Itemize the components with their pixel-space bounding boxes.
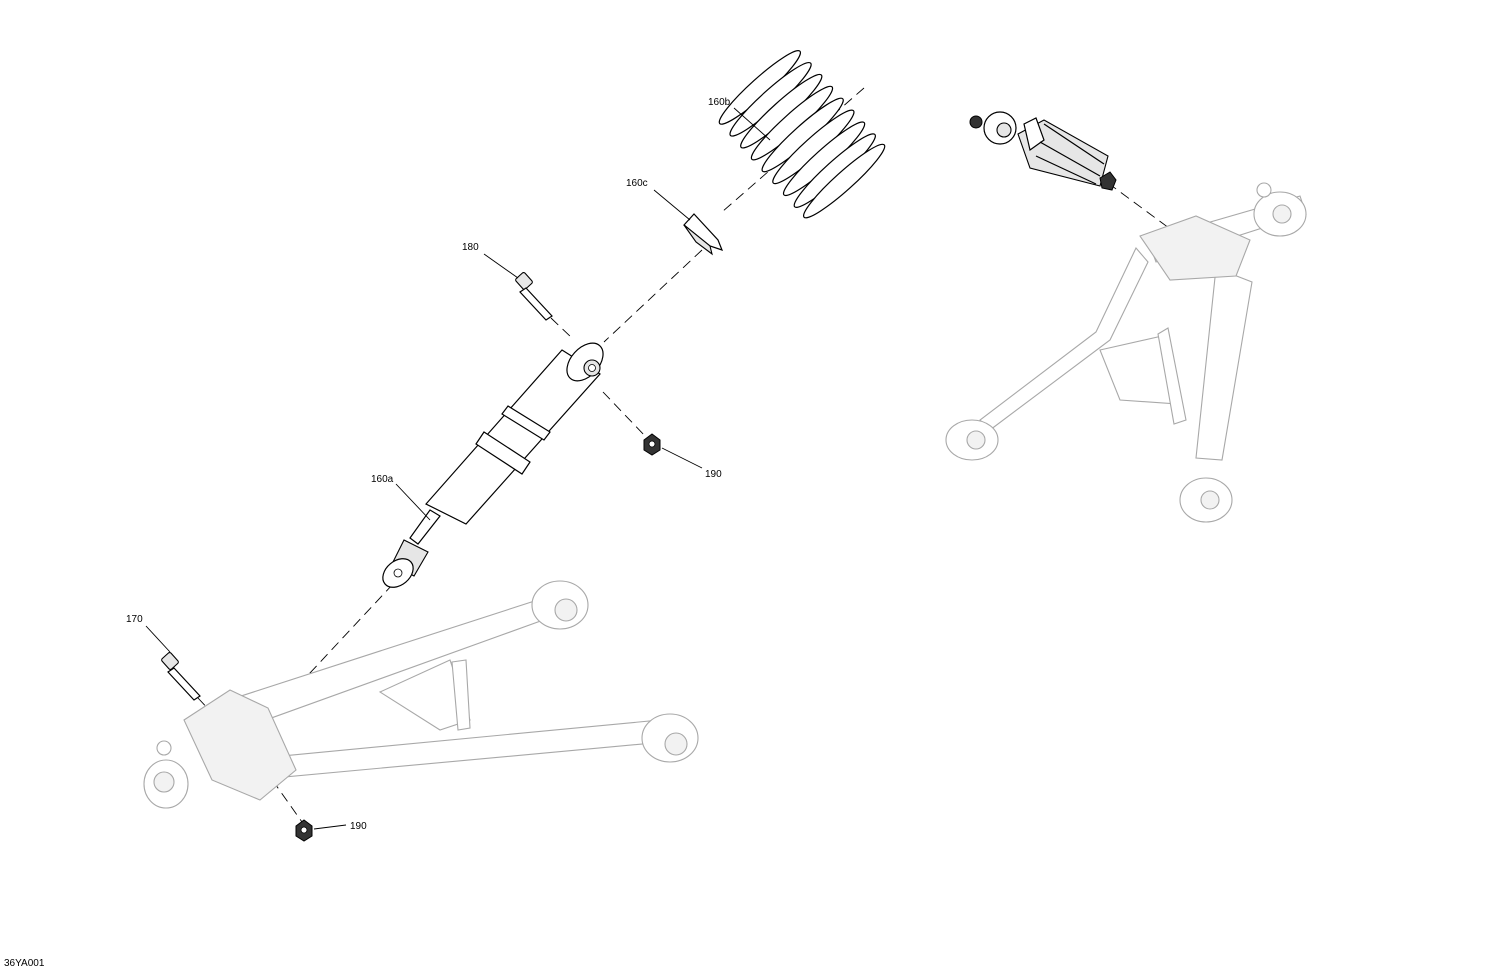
- callout-label-160a: 160a: [371, 474, 394, 485]
- lower-nut: [295, 819, 313, 842]
- assembled-shock: [969, 111, 1117, 191]
- a-arm-lower: [143, 580, 699, 809]
- upper-bolt: [515, 272, 553, 321]
- shock-absorber: [382, 342, 604, 588]
- callout-label-170: 170: [126, 614, 143, 625]
- callout-label-180: 180: [462, 242, 479, 253]
- callout-160a: 160a: [371, 474, 431, 521]
- lower-bolt: [161, 652, 201, 701]
- upper-nut: [643, 433, 661, 456]
- callout-label-160c: 160c: [626, 178, 648, 189]
- callout-180: 180: [462, 242, 519, 279]
- figure-code: 36YA001: [4, 958, 45, 969]
- callout-160b: 160b: [708, 97, 771, 141]
- assembly-axis-lines: [197, 87, 1193, 823]
- callout-170: 170: [126, 614, 171, 653]
- callout-160c: 160c: [626, 178, 691, 221]
- callout-label-190-upper: 190: [705, 469, 722, 480]
- callout-190-lower: 190: [313, 821, 367, 832]
- callout-label-190-lower: 190: [350, 821, 367, 832]
- callout-label-160b: 160b: [708, 97, 731, 108]
- callout-190-upper: 190: [661, 447, 722, 480]
- coil-spring: [718, 50, 886, 219]
- a-arm-assembled: [945, 182, 1307, 523]
- spring-seat: [683, 213, 724, 256]
